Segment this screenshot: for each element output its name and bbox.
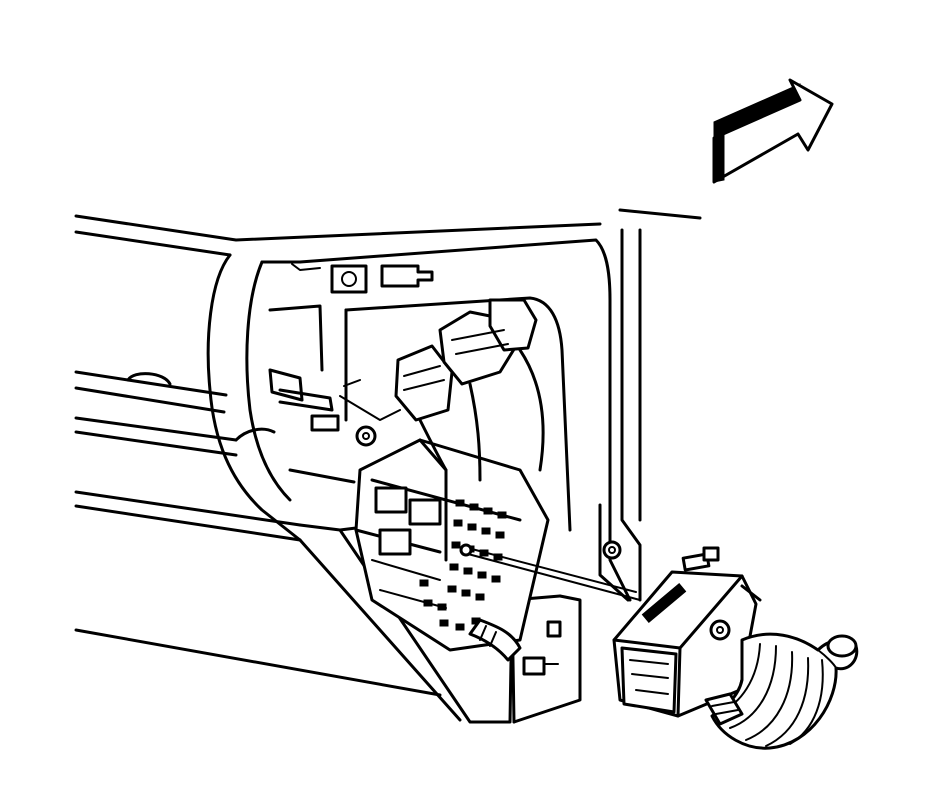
- direction-arrow-icon: [712, 78, 834, 184]
- electrical-connector-icon: [612, 546, 859, 750]
- fuse-block-icon: [339, 298, 641, 662]
